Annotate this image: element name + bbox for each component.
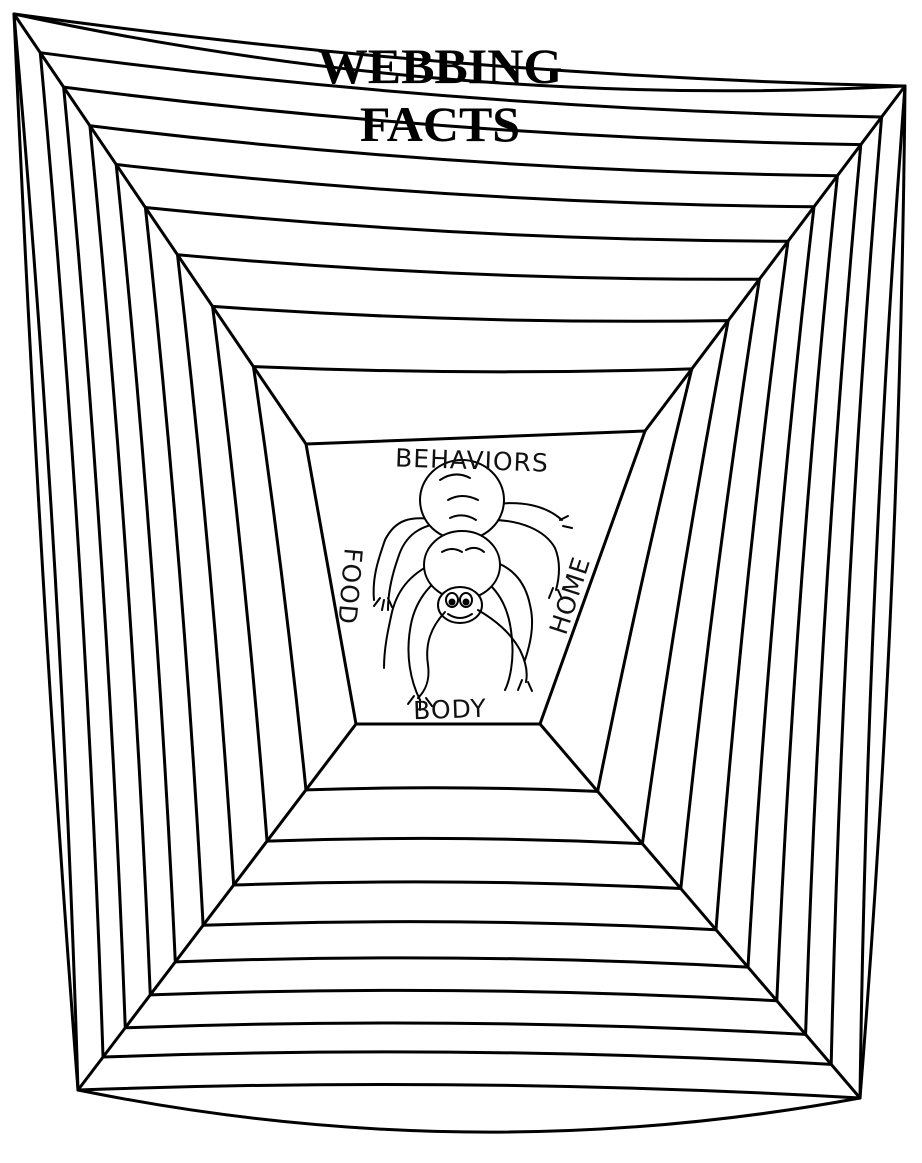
spider-icon (374, 460, 572, 710)
worksheet-title-line-1: WEBBING (0, 38, 880, 94)
web-frame-thread (860, 86, 905, 1098)
worksheet-title-line-2: FACTS (0, 96, 880, 152)
web-frame-thread (78, 1090, 860, 1132)
label-body: BODY (395, 693, 506, 726)
label-behaviors: BEHAVIORS (382, 443, 563, 478)
web-frame-thread (14, 14, 78, 1090)
web-spoke (540, 724, 860, 1098)
